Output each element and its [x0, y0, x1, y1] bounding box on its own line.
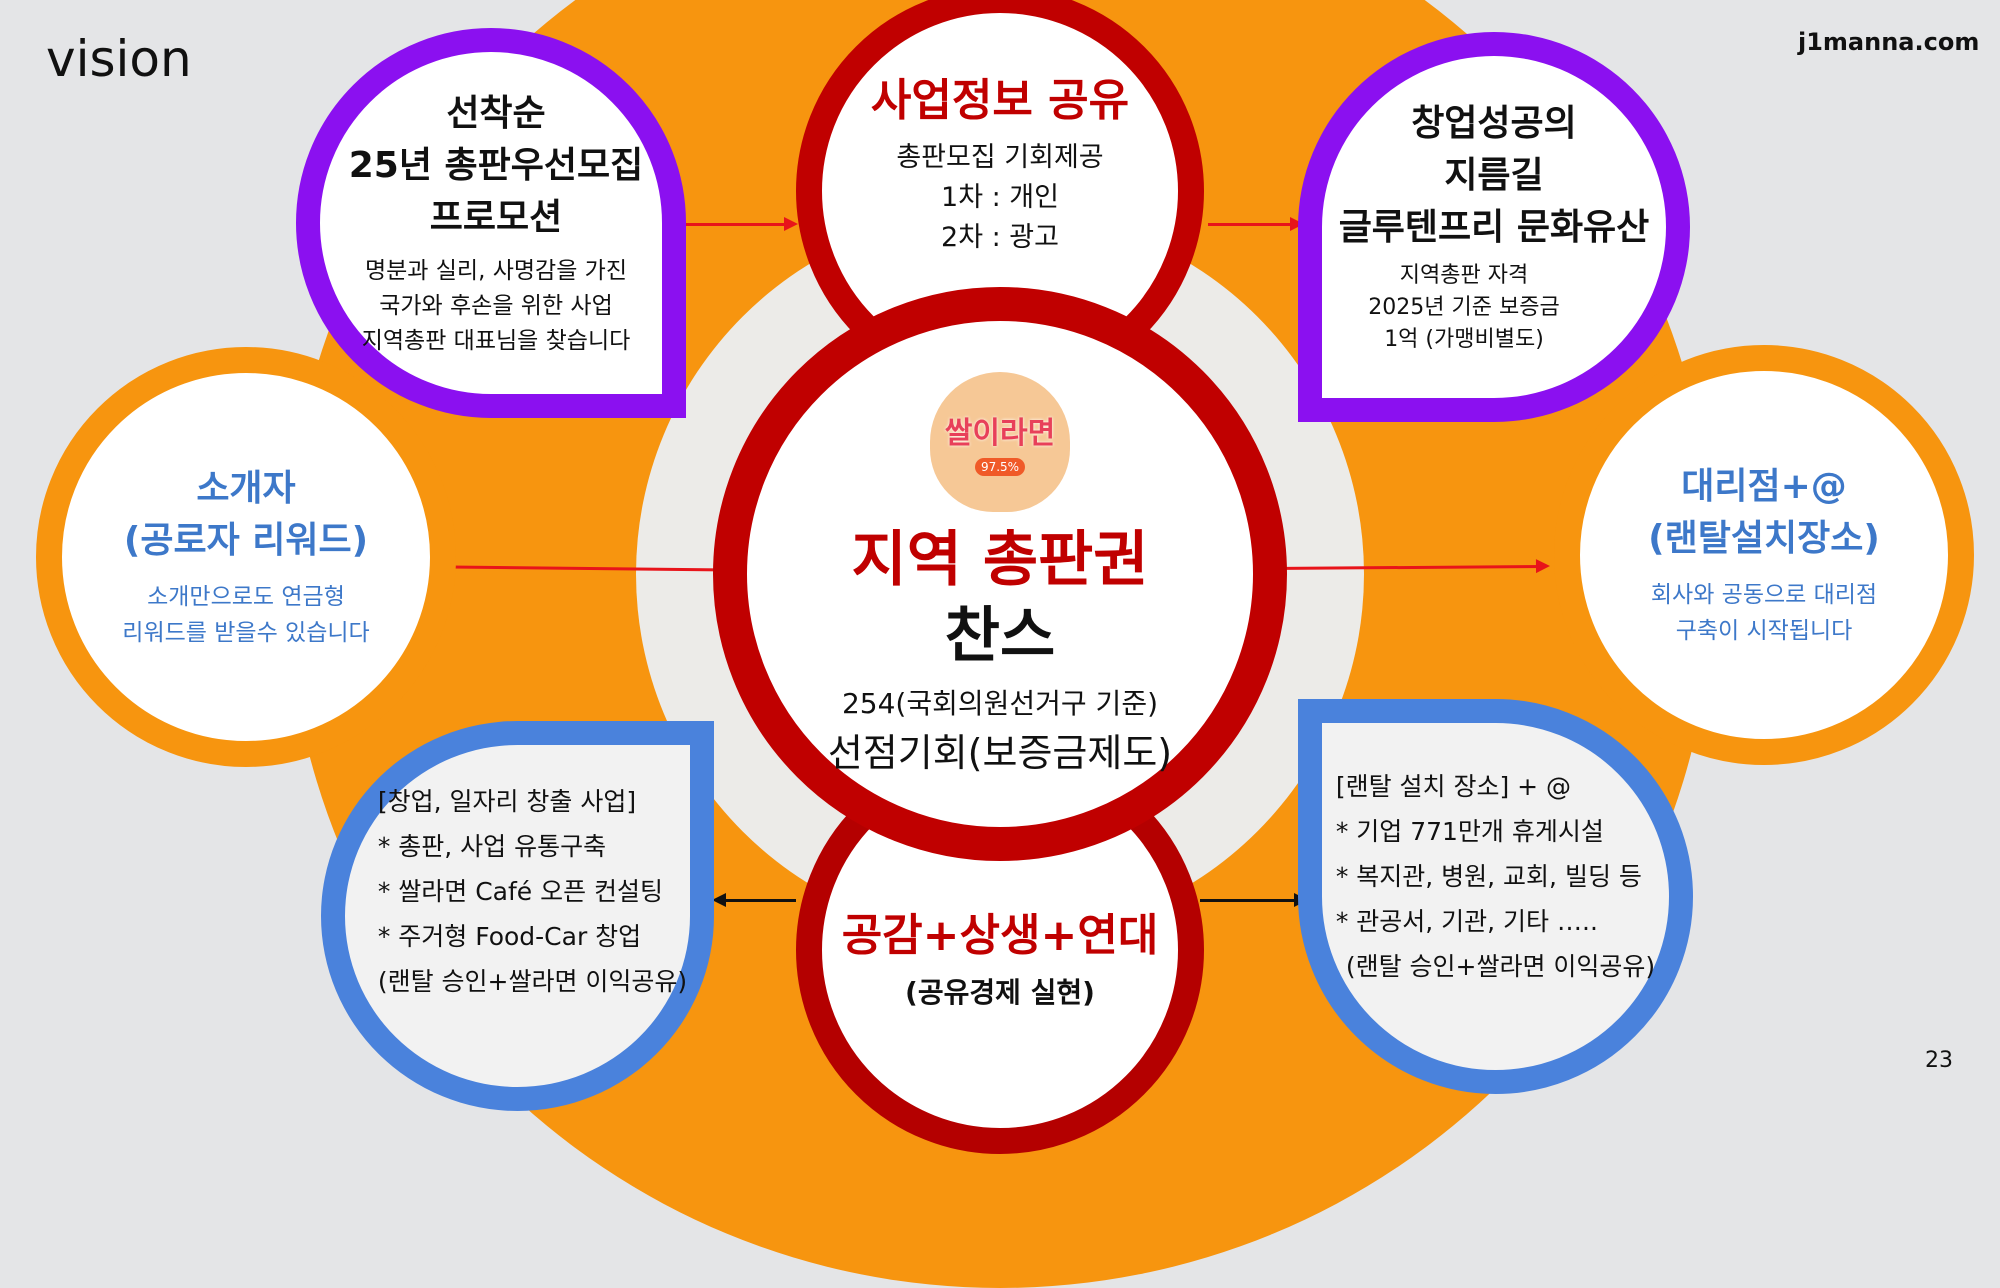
rental-list: [랜탈 설치 장소] + @ * 기업 771만개 휴게시설 * 복지관, 병원… [1336, 764, 1655, 989]
arrow-bottom-to-bottomright [1200, 893, 1308, 907]
promotion-title: 선착순 [446, 92, 546, 134]
logo-badge: 97.5% [974, 457, 1026, 476]
success-title: 지름길 [1444, 155, 1544, 196]
center-circle: 쌀이라면 97.5% 지역 총판권 찬스 254(국회의원선거구 기준) 선점기… [713, 287, 1287, 861]
success-title: 창업성공의 [1411, 103, 1577, 144]
info-line: 2차 : 광고 [941, 222, 1059, 253]
startup-item: * 쌀라면 Café 오픈 컨설팅 [377, 876, 664, 906]
promotion-line: 지역총판 대표님을 찾습니다 [361, 327, 631, 354]
agency-line: 회사와 공동으로 대리점 [1650, 582, 1878, 608]
promotion-title: 프로모션 [429, 196, 563, 238]
agency-title: (랜탈설치장소) [1648, 518, 1880, 559]
referrer-title: (공로자 리워드) [123, 520, 369, 561]
rental-item: * 관공서, 기관, 기타 ….. [1335, 907, 1598, 936]
startup-list: [창업, 일자리 창출 사업] * 총판, 사업 유통구축 * 쌀라면 Café… [378, 779, 687, 1004]
logo-text: 쌀이라면 [944, 415, 1056, 451]
rental-item: * 복지관, 병원, 교회, 빌딩 등 [1335, 862, 1642, 891]
ssal-ramen-logo: 쌀이라면 97.5% [930, 371, 1070, 512]
rental-item: * 기업 771만개 휴게시설 [1335, 817, 1604, 846]
success-title: 글루텐프리 문화유산 [1338, 207, 1650, 248]
page-number: 23 [1925, 1048, 1953, 1073]
success-line: 1억 (가맹비별도) [1384, 327, 1544, 352]
agency-title: 대리점+@ [1681, 466, 1847, 507]
promotion-line: 명분과 실리, 사명감을 가진 [364, 257, 627, 284]
startup-item: [창업, 일자리 창출 사업] [377, 786, 637, 816]
page-title: vision [46, 30, 192, 88]
referrer-title: 소개자 [196, 468, 296, 509]
startup-item: (랜탈 승인+쌀라면 이익공유) [377, 966, 688, 996]
success-line: 2025년 기준 보증금 [1368, 295, 1560, 320]
promotion-line: 국가와 후손을 위한 사업 [379, 292, 613, 319]
rental-card: [랜탈 설치 장소] + @ * 기업 771만개 휴게시설 * 복지관, 병원… [1298, 699, 1693, 1094]
success-card: 창업성공의 지름길 글루텐프리 문화유산 지역총판 자격 2025년 기준 보증… [1298, 32, 1690, 422]
startup-item: * 총판, 사업 유통구축 [377, 831, 607, 861]
startup-item: * 주거형 Food-Car 창업 [377, 921, 642, 951]
agency-line: 구축이 시작됩니다 [1675, 618, 1853, 644]
arrow-top-to-topright [1208, 217, 1304, 231]
arrow-bottom-to-bottomleft [712, 893, 796, 907]
promotion-title: 25년 총판우선모집 [348, 144, 644, 186]
arrow-topleft-to-top [684, 217, 798, 231]
sharing-title: 공감+상생+연대 [841, 910, 1159, 961]
info-share-title: 사업정보 공유 [870, 75, 1130, 126]
referrer-circle: 소개자 (공로자 리워드) 소개만으로도 연금형 리워드를 받을수 있습니다 [36, 347, 456, 767]
info-line: 1차 : 개인 [941, 182, 1059, 213]
promotion-card: 선착순 25년 총판우선모집 프로모션 명분과 실리, 사명감을 가진 국가와 … [296, 28, 686, 418]
center-line: 254(국회의원선거구 기준) [841, 686, 1159, 720]
sharing-subtitle: (공유경제 실현) [905, 976, 1095, 1009]
rental-item: (랜탈 승인+쌀라면 이익공유) [1345, 952, 1656, 981]
site-label: j1manna.com [1798, 28, 1980, 56]
info-line: 총판모집 기회제공 [896, 142, 1104, 173]
center-subtitle: 찬스 [944, 600, 1056, 671]
referrer-line: 리워드를 받을수 있습니다 [122, 620, 370, 646]
center-line: 선점기회(보증금제도) [827, 730, 1173, 775]
agency-circle: 대리점+@ (랜탈설치장소) 회사와 공동으로 대리점 구축이 시작됩니다 [1554, 345, 1974, 765]
success-line: 지역총판 자격 [1399, 263, 1529, 288]
center-title: 지역 총판권 [851, 524, 1149, 595]
referrer-line: 소개만으로도 연금형 [147, 584, 345, 610]
rental-item: [랜탈 설치 장소] + @ [1335, 772, 1572, 801]
startup-card: [창업, 일자리 창출 사업] * 총판, 사업 유통구축 * 쌀라면 Café… [321, 721, 714, 1111]
